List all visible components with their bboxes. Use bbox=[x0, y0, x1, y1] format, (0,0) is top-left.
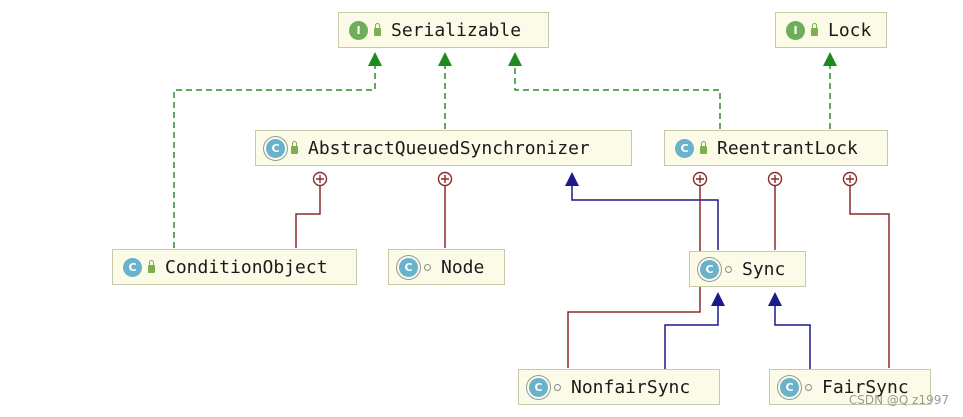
node-node[interactable]: C Node bbox=[388, 249, 505, 285]
interface-icon: I bbox=[349, 20, 368, 40]
public-lock-icon bbox=[700, 141, 707, 154]
node-nonfairsync[interactable]: C NonfairSync bbox=[518, 369, 720, 405]
edge-sync-aqs bbox=[571, 185, 719, 250]
package-private-dot-icon bbox=[424, 263, 431, 271]
arrowhead-serializable-2 bbox=[438, 52, 452, 66]
package-private-dot-icon bbox=[725, 265, 732, 273]
static-class-icon: C bbox=[529, 377, 548, 397]
arrowhead-sync-1 bbox=[711, 292, 725, 306]
node-label: Lock bbox=[828, 19, 872, 41]
edge-fairsync-reentrantlock bbox=[849, 186, 890, 368]
edge-fairsync-sync bbox=[774, 305, 811, 370]
arrowhead-lock bbox=[823, 52, 837, 66]
node-label: AbstractQueuedSynchronizer bbox=[308, 137, 590, 159]
abstract-class-icon: C bbox=[700, 259, 719, 279]
node-serializable[interactable]: I Serializable bbox=[338, 12, 549, 48]
node-fairsync[interactable]: C FairSync bbox=[769, 369, 931, 405]
edge-nonfairsync-reentrantlock bbox=[567, 186, 701, 368]
abstract-class-icon: C bbox=[266, 138, 285, 158]
package-private-dot-icon bbox=[805, 383, 812, 391]
public-lock-icon bbox=[811, 23, 818, 36]
node-conditionobject[interactable]: C ConditionObject bbox=[112, 249, 357, 285]
public-lock-icon bbox=[148, 260, 155, 273]
node-label: NonfairSync bbox=[571, 376, 691, 398]
arrowhead-serializable-1 bbox=[368, 52, 382, 66]
static-class-icon: C bbox=[780, 377, 799, 397]
edge-conditionobject-serializable bbox=[173, 62, 376, 248]
watermark-text: CSDN @Q z1997 bbox=[848, 393, 949, 407]
edge-reentrantlock-serializable bbox=[514, 62, 721, 129]
node-label: Serializable bbox=[391, 19, 522, 41]
class-icon: C bbox=[675, 138, 694, 158]
arrowhead-aqs bbox=[565, 172, 579, 186]
node-label: Sync bbox=[742, 258, 786, 280]
package-private-dot-icon bbox=[554, 383, 561, 391]
node-reentrantlock[interactable]: C ReentrantLock bbox=[664, 130, 888, 166]
interface-icon: I bbox=[786, 20, 805, 40]
edge-conditionobject-aqs bbox=[295, 186, 321, 248]
public-lock-icon bbox=[374, 23, 381, 36]
arrowhead-sync-2 bbox=[768, 292, 782, 306]
static-class-icon: C bbox=[399, 257, 418, 277]
arrowhead-serializable-3 bbox=[508, 52, 522, 66]
node-label: ReentrantLock bbox=[717, 137, 858, 159]
edge-nonfairsync-sync bbox=[664, 305, 719, 370]
node-label: Node bbox=[441, 256, 485, 278]
node-label: ConditionObject bbox=[165, 256, 328, 278]
node-sync[interactable]: C Sync bbox=[689, 251, 806, 287]
node-lock[interactable]: I Lock bbox=[775, 12, 887, 48]
node-label: FairSync bbox=[822, 376, 909, 398]
public-lock-icon bbox=[291, 141, 298, 154]
class-icon: C bbox=[123, 257, 142, 277]
node-abstractqueuedsynchronizer[interactable]: C AbstractQueuedSynchronizer bbox=[255, 130, 632, 166]
